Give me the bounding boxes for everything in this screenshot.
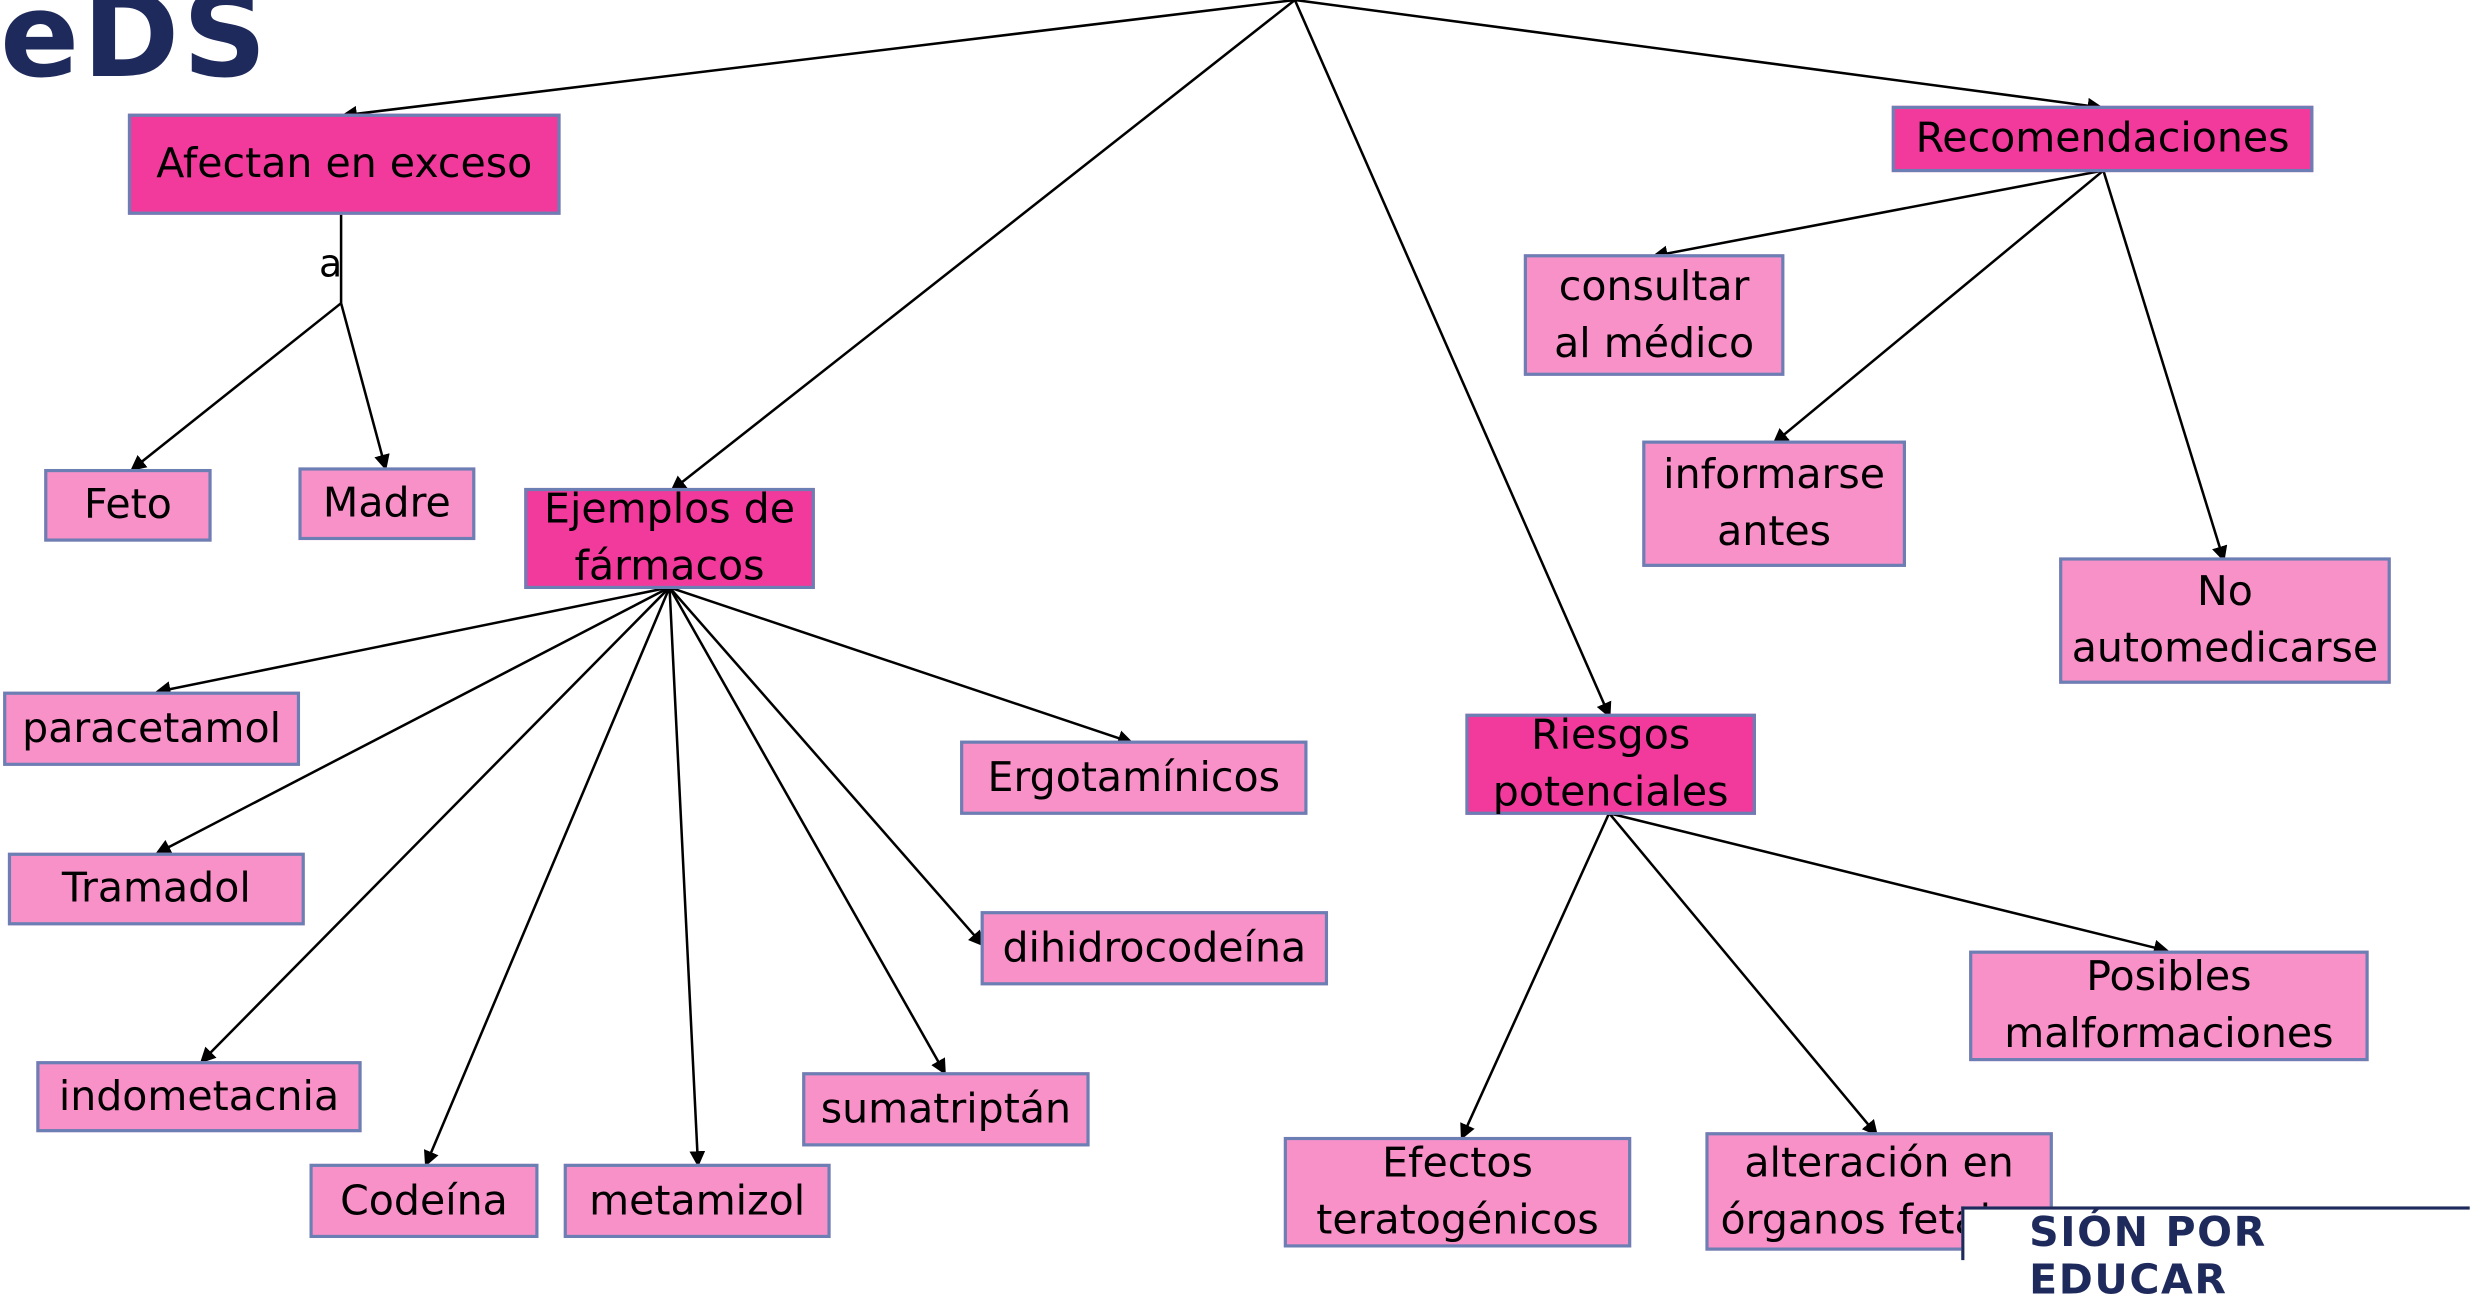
edge-root-recomendaciones	[1294, 0, 2104, 114]
node-riesgos-potenciales: Riesgos potenciales	[1465, 712, 1756, 816]
edge-afectan-feto	[130, 302, 342, 471]
edge-ejemplos-ergotaminicos	[669, 586, 1134, 746]
edge-recomendaciones-no-automedicarse	[2102, 170, 2228, 563]
edge-ejemplos-sumatriptan	[668, 586, 946, 1075]
edge-ejemplos-dihidrocodeina	[668, 586, 985, 947]
node-tramadol: Tramadol	[7, 852, 305, 926]
edge-root-afectan	[341, 0, 1296, 122]
connector-layer	[130, 0, 2228, 1167]
edge-recomendaciones-consultar	[1651, 169, 2104, 262]
node-ergotaminicos: Ergotamínicos	[960, 740, 1308, 815]
node-paracetamol: paracetamol	[3, 691, 301, 766]
node-feto: Feto	[44, 468, 212, 542]
node-alteracion-organos-fetales: alteración en órganos fetales	[1705, 1132, 2053, 1251]
edge-ejemplos-codeina	[423, 586, 671, 1167]
node-sumatriptan: sumatriptán	[802, 1072, 1090, 1147]
edge-afectan-madre	[339, 302, 390, 471]
node-consultar-al-medico: consultar al médico	[1523, 254, 1785, 376]
badge-text: SIÓN POR EDUCAR	[2029, 1209, 2267, 1304]
node-dihidrocodeina: dihidrocodeína	[980, 911, 1329, 986]
edge-root-ejemplos	[670, 0, 1296, 492]
node-ejemplos-de-farmacos: Ejemplos de fármacos	[524, 486, 815, 591]
node-afectan-en-exceso: Afectan en exceso	[127, 113, 561, 215]
edge-ejemplos-indometacnia	[199, 586, 671, 1064]
eds-logo: eDS	[0, 0, 270, 105]
edge-riesgos-malformaciones	[1608, 812, 2170, 956]
node-codeina: Codeína	[309, 1163, 539, 1239]
node-madre: Madre	[298, 467, 476, 541]
edge-riesgos-alteracion	[1608, 812, 1878, 1137]
edge-riesgos-efectos	[1460, 812, 1611, 1140]
node-metamizol: metamizol	[563, 1163, 831, 1239]
edge-ejemplos-metamizol	[668, 587, 706, 1167]
edge-ejemplos-tramadol	[155, 586, 671, 855]
node-efectos-teratogenicos: Efectos teratogénicos	[1283, 1136, 1632, 1248]
node-recomendaciones: Recomendaciones	[1891, 105, 2314, 173]
badge-frame	[1961, 1206, 2470, 1261]
edge-ejemplos-paracetamol	[154, 586, 670, 697]
node-indometacnia: indometacnia	[36, 1061, 362, 1133]
node-no-automedicarse: No automedicarse	[2059, 557, 2391, 684]
edge-root-riesgos	[1293, 0, 1612, 719]
edge-label-a: a	[318, 241, 343, 286]
node-informarse-antes: informarse antes	[1642, 440, 1906, 567]
edge-recomendaciones-informarse	[1772, 169, 2105, 445]
node-posibles-malformaciones: Posibles malformaciones	[1969, 950, 2369, 1062]
